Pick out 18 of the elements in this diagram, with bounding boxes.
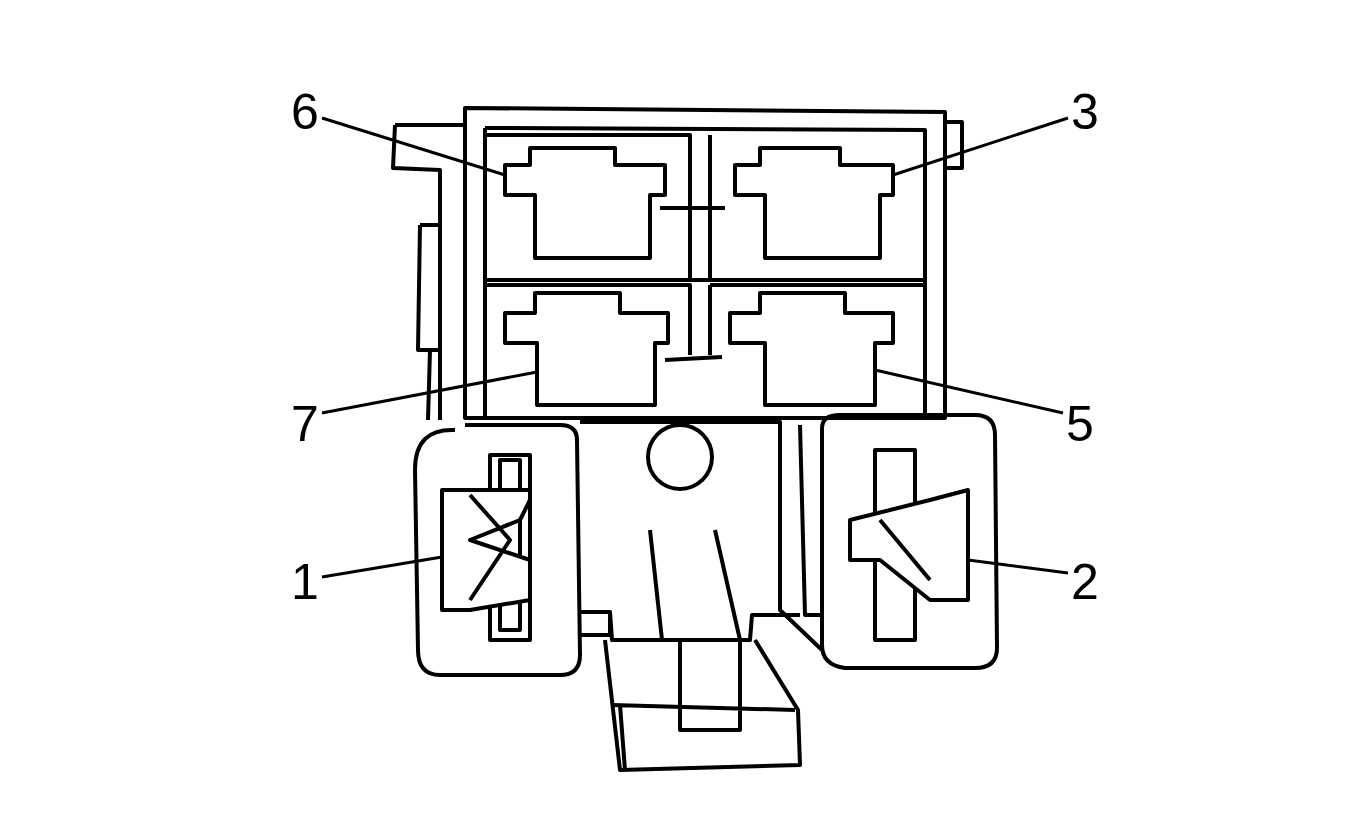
terminal-cavity	[503, 291, 670, 407]
leader-line	[321, 370, 538, 415]
callout-number: 5	[1063, 398, 1097, 450]
leader-line	[874, 368, 1064, 415]
callout-number: 2	[1068, 556, 1102, 608]
callout-number: 7	[288, 398, 322, 450]
leader-line	[967, 558, 1069, 575]
locking-latch	[848, 488, 970, 602]
terminal-cavity	[733, 146, 895, 260]
callout-number: 6	[288, 86, 322, 138]
terminal-cavity	[503, 146, 667, 260]
leader-line	[892, 116, 1069, 177]
locking-latch	[440, 488, 532, 612]
terminal-cavity	[728, 291, 895, 407]
leader-line	[321, 116, 506, 177]
callout-number: 3	[1068, 86, 1102, 138]
leader-line	[321, 555, 443, 579]
callout-number: 1	[288, 556, 322, 608]
